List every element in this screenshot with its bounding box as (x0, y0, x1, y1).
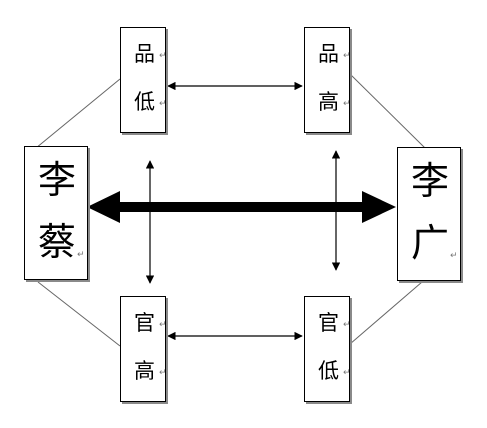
guan-gao-box: 官 ↵ 高 ↵ (120, 296, 167, 402)
guan-gao-line2: 高 (134, 359, 155, 383)
paragraph-mark: ↵ (159, 368, 167, 378)
guan-gao-line1: 官 (134, 311, 155, 335)
guan-di-box: 官 ↵ 低 ↵ (304, 296, 351, 402)
pin-di-line2: 低 (134, 90, 155, 114)
pin-di-line1: 品 (134, 42, 155, 66)
paragraph-mark: ↵ (77, 250, 85, 260)
thick-arrow-li-cai-li-guang (87, 191, 396, 223)
li-guang-given-name: 广 (411, 221, 450, 265)
guan-di-line2: 低 (318, 359, 339, 383)
paragraph-mark: ↵ (159, 51, 167, 61)
paragraph-mark: ↵ (343, 99, 351, 109)
paragraph-mark: ↵ (343, 368, 351, 378)
li-cai-surname: 李 (38, 158, 77, 202)
paragraph-mark: ↵ (159, 99, 167, 109)
paragraph-mark: ↵ (343, 320, 351, 330)
li-guang-surname: 李 (411, 159, 450, 203)
paragraph-mark: ↵ (159, 320, 167, 330)
pin-gao-box: 品 ↵ 高 ↵ (304, 27, 351, 133)
pin-gao-line2: 高 (318, 90, 339, 114)
connector-li-guang-to-guan-di (349, 281, 423, 345)
paragraph-mark: ↵ (343, 51, 351, 61)
pin-di-box: 品 ↵ 低 ↵ (120, 27, 167, 133)
pin-gao-line1: 品 (318, 42, 339, 66)
connector-li-cai-to-guan-gao (37, 281, 121, 347)
li-cai-box: 李 蔡 ↵ (24, 146, 88, 280)
paragraph-mark: ↵ (450, 251, 458, 261)
connector-li-guang-to-pin-gao (349, 73, 426, 149)
li-guang-box: 李 广 ↵ (397, 147, 461, 281)
connector-li-cai-to-pin-di (35, 78, 121, 149)
li-cai-given-name: 蔡 (38, 220, 77, 264)
guan-di-line1: 官 (318, 311, 339, 335)
